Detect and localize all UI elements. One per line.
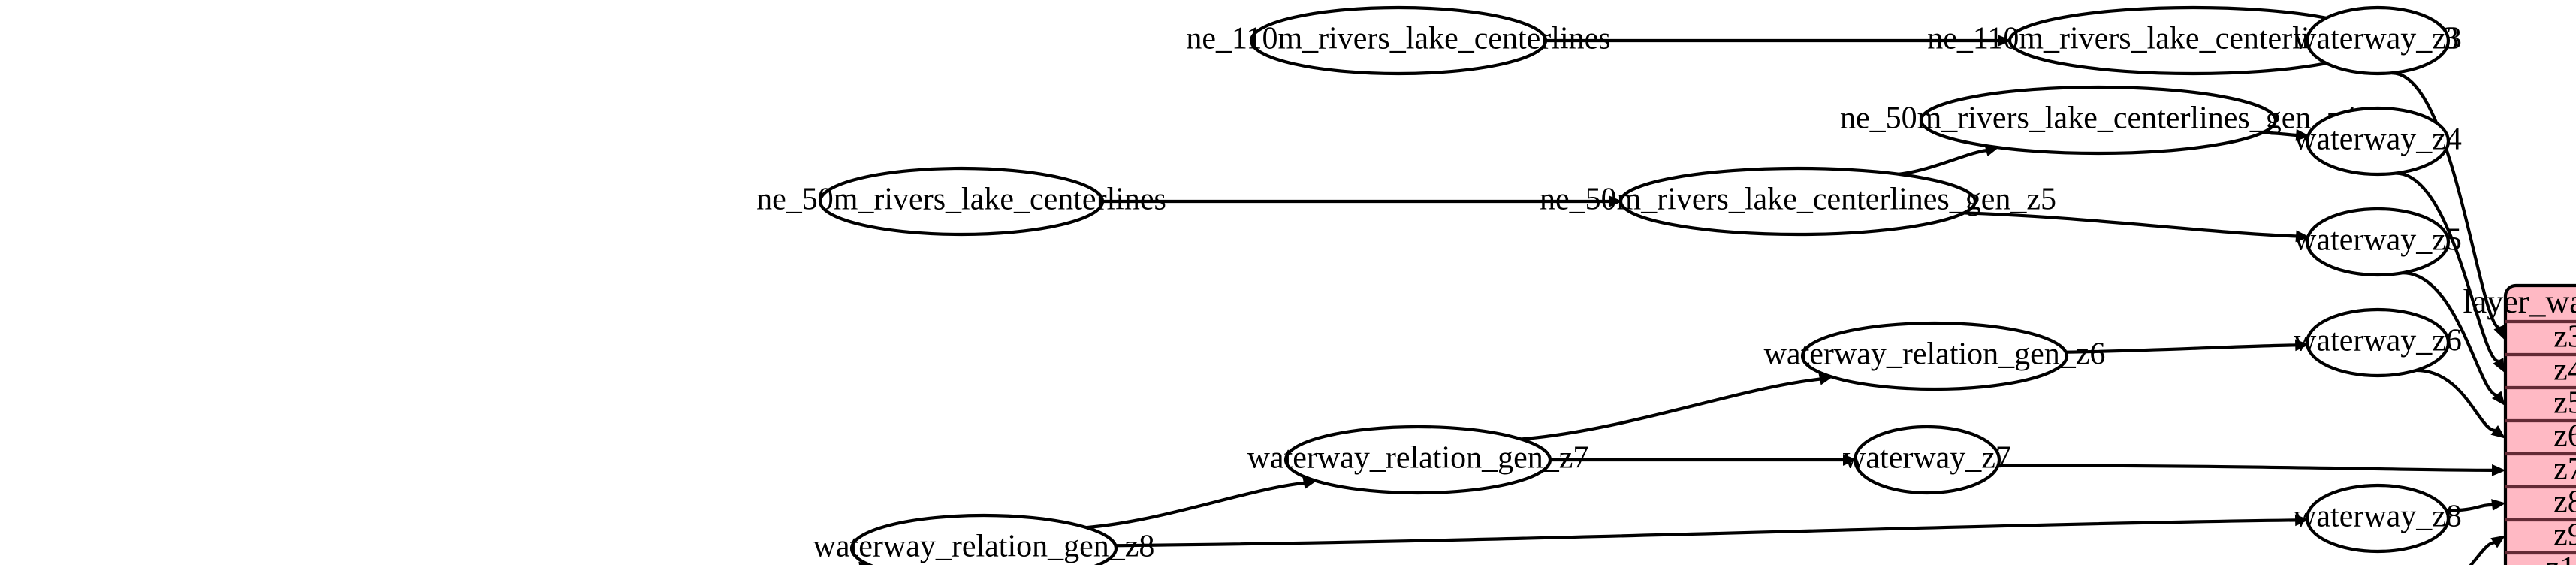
node-waterway_relation_gen_z8[interactable]: waterway_relation_gen_z8	[813, 513, 1155, 565]
edge-waterway_relation_gen_z8-to-waterway_z8	[1115, 518, 2297, 548]
layer-row-z5[interactable]: z5	[2553, 386, 2576, 421]
edge-arrowhead	[2491, 499, 2506, 511]
edge-waterway_z3-to-layer_row_z3	[2391, 71, 2501, 330]
node-shape	[1618, 166, 1977, 237]
edge-arrowhead	[2490, 535, 2506, 548]
edge-arrowhead	[2295, 128, 2310, 141]
edge-ne_50m_rivers_lake_centerlines_gen_z5-to-waterway_z5	[1963, 211, 2297, 238]
node-shape	[1800, 321, 2069, 391]
node-shape	[818, 166, 1105, 237]
layer-row-z10[interactable]: z10	[2546, 551, 2576, 565]
node-waterway_z5[interactable]: waterway_z5	[2294, 207, 2462, 277]
edge-arrowhead	[1609, 195, 1623, 207]
edge-arrowhead	[1843, 454, 1857, 466]
edge-arrowhead	[2490, 425, 2506, 439]
edge-ne_50m_rivers_lake_centerlines_gen_z5-to-ne_50m_rivers_lake_centerlines_gen_z4	[1898, 149, 1987, 176]
edge-arrowhead	[2294, 514, 2309, 527]
layer-row-z6[interactable]: z6	[2553, 419, 2576, 454]
edge-waterway_relation_gen_z7-to-waterway_relation_gen_z6	[1521, 377, 1821, 441]
layer-row-z8[interactable]: z8	[2553, 485, 2576, 520]
layer-waterway-title: layer_waterway	[2463, 283, 2576, 320]
node-ne_50m_rivers_lake_centerlines_gen_z4[interactable]: ne_50m_rivers_lake_centerlines_gen_z4	[1840, 85, 2357, 156]
node-shape	[2305, 106, 2451, 177]
edge-waterway_z5-to-layer_row_z5	[2403, 271, 2498, 397]
edge-arrowhead	[2491, 464, 2506, 476]
node-shape	[2305, 307, 2451, 378]
layer-row-z9[interactable]: z9	[2553, 518, 2576, 553]
node-waterway_z7[interactable]: waterway_z7	[1843, 425, 2011, 495]
edge-arrowhead	[1998, 35, 2012, 47]
edge-waterway_relation_gen_z6-to-waterway_z6	[2065, 343, 2297, 354]
edges-layer	[858, 35, 2506, 565]
layer-row-z7[interactable]: z7	[2553, 452, 2576, 487]
node-shape	[2305, 207, 2451, 277]
node-waterway_z6[interactable]: waterway_z6	[2294, 307, 2462, 378]
node-shape	[1283, 425, 1552, 495]
node-waterway_z4[interactable]: waterway_z4	[2294, 106, 2462, 177]
node-shape	[849, 513, 1118, 565]
node-shape	[2305, 483, 2451, 554]
layer-row-z4[interactable]: z4	[2553, 353, 2576, 388]
nodes-layer: imposm3osm_waterway_relationosm_waterway…	[756, 5, 2462, 565]
node-ne_110m_rivers_lake_centerlines[interactable]: ne_110m_rivers_lake_centerlines	[1186, 5, 1611, 76]
edge-arrowhead	[2491, 391, 2505, 406]
edge-arrowhead	[2294, 339, 2309, 352]
node-shape	[1919, 85, 2278, 156]
edge-waterway_relation_gen_z8-to-waterway_relation_gen_z7	[1086, 481, 1305, 530]
node-shape	[1249, 5, 1548, 76]
layer-row-z3[interactable]: z3	[2553, 320, 2576, 355]
edge-waterway_z8-to-layer_row_z8	[2446, 503, 2493, 512]
edge-ne_50m_rivers_lake_centerlines_gen_z4-to-waterway_z4	[2262, 131, 2297, 137]
edge-waterway_z7-to-layer_row_z7	[1998, 464, 2493, 472]
edge-waterway_z9-to-layer_row_z9	[2469, 541, 2495, 565]
edge-arrowhead	[2295, 230, 2310, 243]
node-shape	[1853, 425, 2001, 495]
edge-arrowhead	[2493, 358, 2505, 373]
node-shape	[2305, 5, 2451, 76]
layer-waterway-box[interactable]: layer_waterwayz3z4z5z6z7z8z9z10z11z12z13…	[2463, 283, 2576, 565]
edge-waterway_z4-to-layer_row_z4	[2396, 171, 2499, 363]
edge-waterway_z6-to-layer_row_z6	[2416, 368, 2496, 433]
node-waterway_z8[interactable]: waterway_z8	[2294, 483, 2462, 554]
